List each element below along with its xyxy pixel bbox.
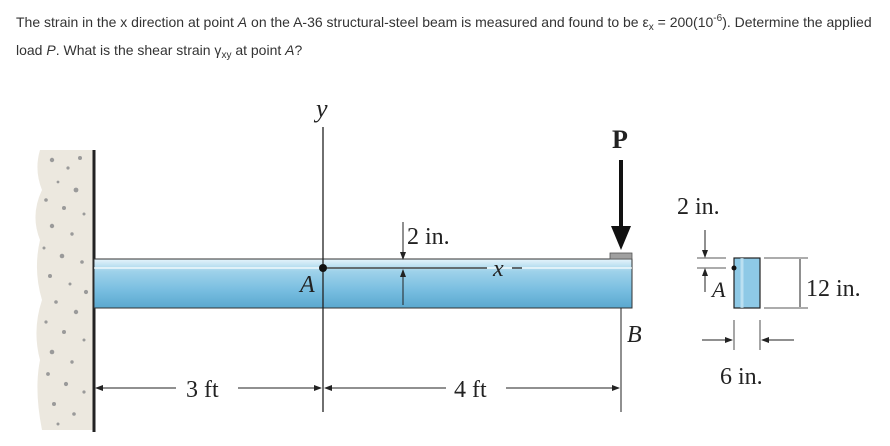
span-right-label: 4 ft bbox=[454, 377, 487, 403]
question-text-4: ). Determine the applied load bbox=[16, 14, 872, 58]
point-a-label: A bbox=[237, 14, 248, 30]
section-width-dimension bbox=[702, 320, 794, 350]
cross-section bbox=[731, 257, 761, 309]
span-left-label: 3 ft bbox=[186, 377, 219, 403]
beam bbox=[93, 258, 633, 309]
question-text-2: on the A-36 structural-steel beam is mea… bbox=[247, 14, 649, 30]
point-b-text: B bbox=[627, 322, 642, 348]
section-height-dimension bbox=[764, 257, 808, 309]
x-axis-label: x bbox=[492, 256, 504, 282]
problem-statement: The strain in the x direction at point A… bbox=[16, 8, 876, 67]
question-text-1: The strain in the x direction at point bbox=[16, 14, 238, 30]
subscript-xy: xy bbox=[221, 50, 232, 61]
depth-dimension-label: 2 in. bbox=[407, 224, 450, 250]
load-p-label: P bbox=[46, 42, 56, 58]
subscript-x: x bbox=[648, 22, 654, 33]
section-width-label: 6 in. bbox=[720, 364, 763, 390]
load-plate bbox=[609, 252, 633, 260]
point-a-text: A bbox=[298, 272, 315, 298]
load-p-symbol: P bbox=[612, 125, 628, 154]
section-height-label: 12 in. bbox=[806, 276, 861, 302]
section-top-label: 2 in. bbox=[677, 194, 720, 220]
question-text-7: ? bbox=[294, 42, 303, 58]
fixed-wall bbox=[35, 150, 96, 432]
section-point-label: A bbox=[710, 277, 726, 302]
section-top-dimension bbox=[697, 230, 726, 292]
point-a-marker bbox=[319, 264, 327, 272]
exponent: -6 bbox=[713, 13, 723, 24]
question-text-5: . What is the shear strain γ bbox=[55, 42, 222, 58]
question-text-6: at point bbox=[231, 42, 286, 58]
load-arrow bbox=[611, 160, 631, 250]
point-a-label-2: A bbox=[285, 42, 295, 58]
y-axis-label: y bbox=[313, 94, 328, 123]
question-text-3: = 200(10 bbox=[653, 14, 714, 30]
